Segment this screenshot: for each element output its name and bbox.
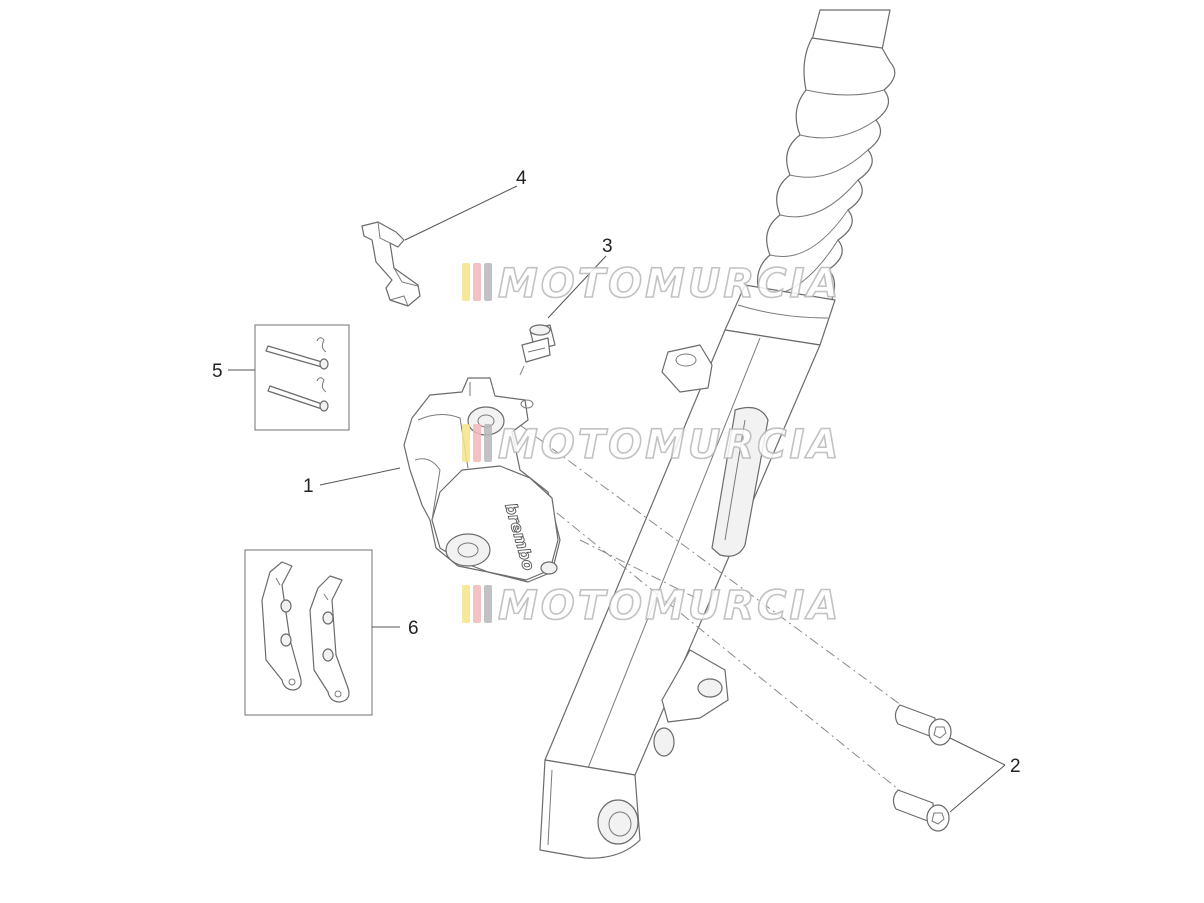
watermark-stripe-grey [484, 424, 492, 462]
watermark-text: MOTOMURCIA [498, 583, 841, 629]
watermark-stripe-grey [484, 585, 492, 623]
callout-4: 4 [516, 168, 527, 189]
front-fork-tube [539, 9, 896, 859]
watermark-stripe-yellow [462, 424, 470, 462]
part-2-caliper-bolts [892, 704, 952, 832]
watermark-stripe-pink [473, 585, 481, 623]
part-1-brake-caliper: brembo [403, 377, 561, 583]
callout-3: 3 [602, 236, 613, 257]
watermark-text: MOTOMURCIA [498, 261, 841, 307]
watermark-stripe-yellow [462, 263, 470, 301]
part-4-bracket [361, 221, 421, 307]
watermark-stripe-pink [473, 263, 481, 301]
watermark-stripe-pink [473, 424, 481, 462]
leader-lines [228, 185, 1006, 813]
part-3-bleed-valve [521, 324, 556, 363]
callout-2: 2 [1010, 756, 1021, 777]
watermark-stripe-grey [484, 263, 492, 301]
callout-labels: 1 2 3 4 5 6 [212, 168, 1021, 777]
part-5-pad-pins [254, 324, 350, 431]
callout-5: 5 [212, 361, 223, 382]
callout-6: 6 [408, 618, 419, 639]
watermark-top: MOTOMURCIA [462, 260, 841, 308]
part-6-brake-pads [244, 549, 373, 716]
callout-1: 1 [303, 476, 314, 497]
watermark-text: MOTOMURCIA [498, 422, 841, 468]
watermark-bottom: MOTOMURCIA [462, 582, 841, 630]
watermark-stripe-yellow [462, 585, 470, 623]
watermark-middle: MOTOMURCIA [462, 421, 841, 469]
